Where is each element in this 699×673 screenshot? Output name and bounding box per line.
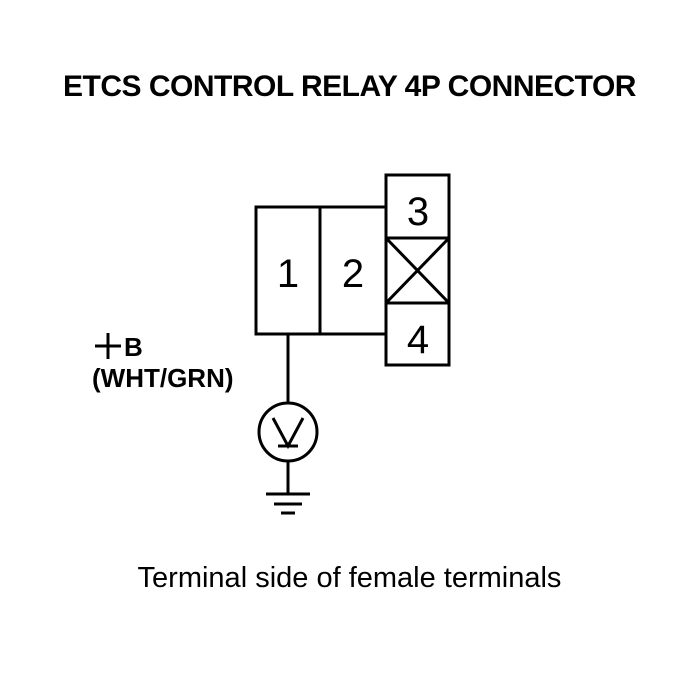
plus-icon — [95, 333, 121, 359]
terminal-1-label: 1 — [277, 252, 299, 296]
connector-body-right — [384, 173, 451, 367]
terminal-3-label: 3 — [407, 190, 429, 234]
wire-color-label: (WHT/GRN) — [92, 363, 234, 393]
empty-cavity-icon — [384, 236, 451, 305]
voltmeter-icon — [257, 401, 319, 463]
terminal-4-label: 4 — [407, 318, 429, 362]
terminal-2-label: 2 — [342, 252, 364, 296]
ground-icon — [266, 492, 310, 515]
diagram-caption: Terminal side of female terminals — [137, 562, 562, 594]
diagram-title: ETCS CONTROL RELAY 4P CONNECTOR — [63, 70, 636, 103]
wire-name-label: B — [124, 332, 143, 362]
